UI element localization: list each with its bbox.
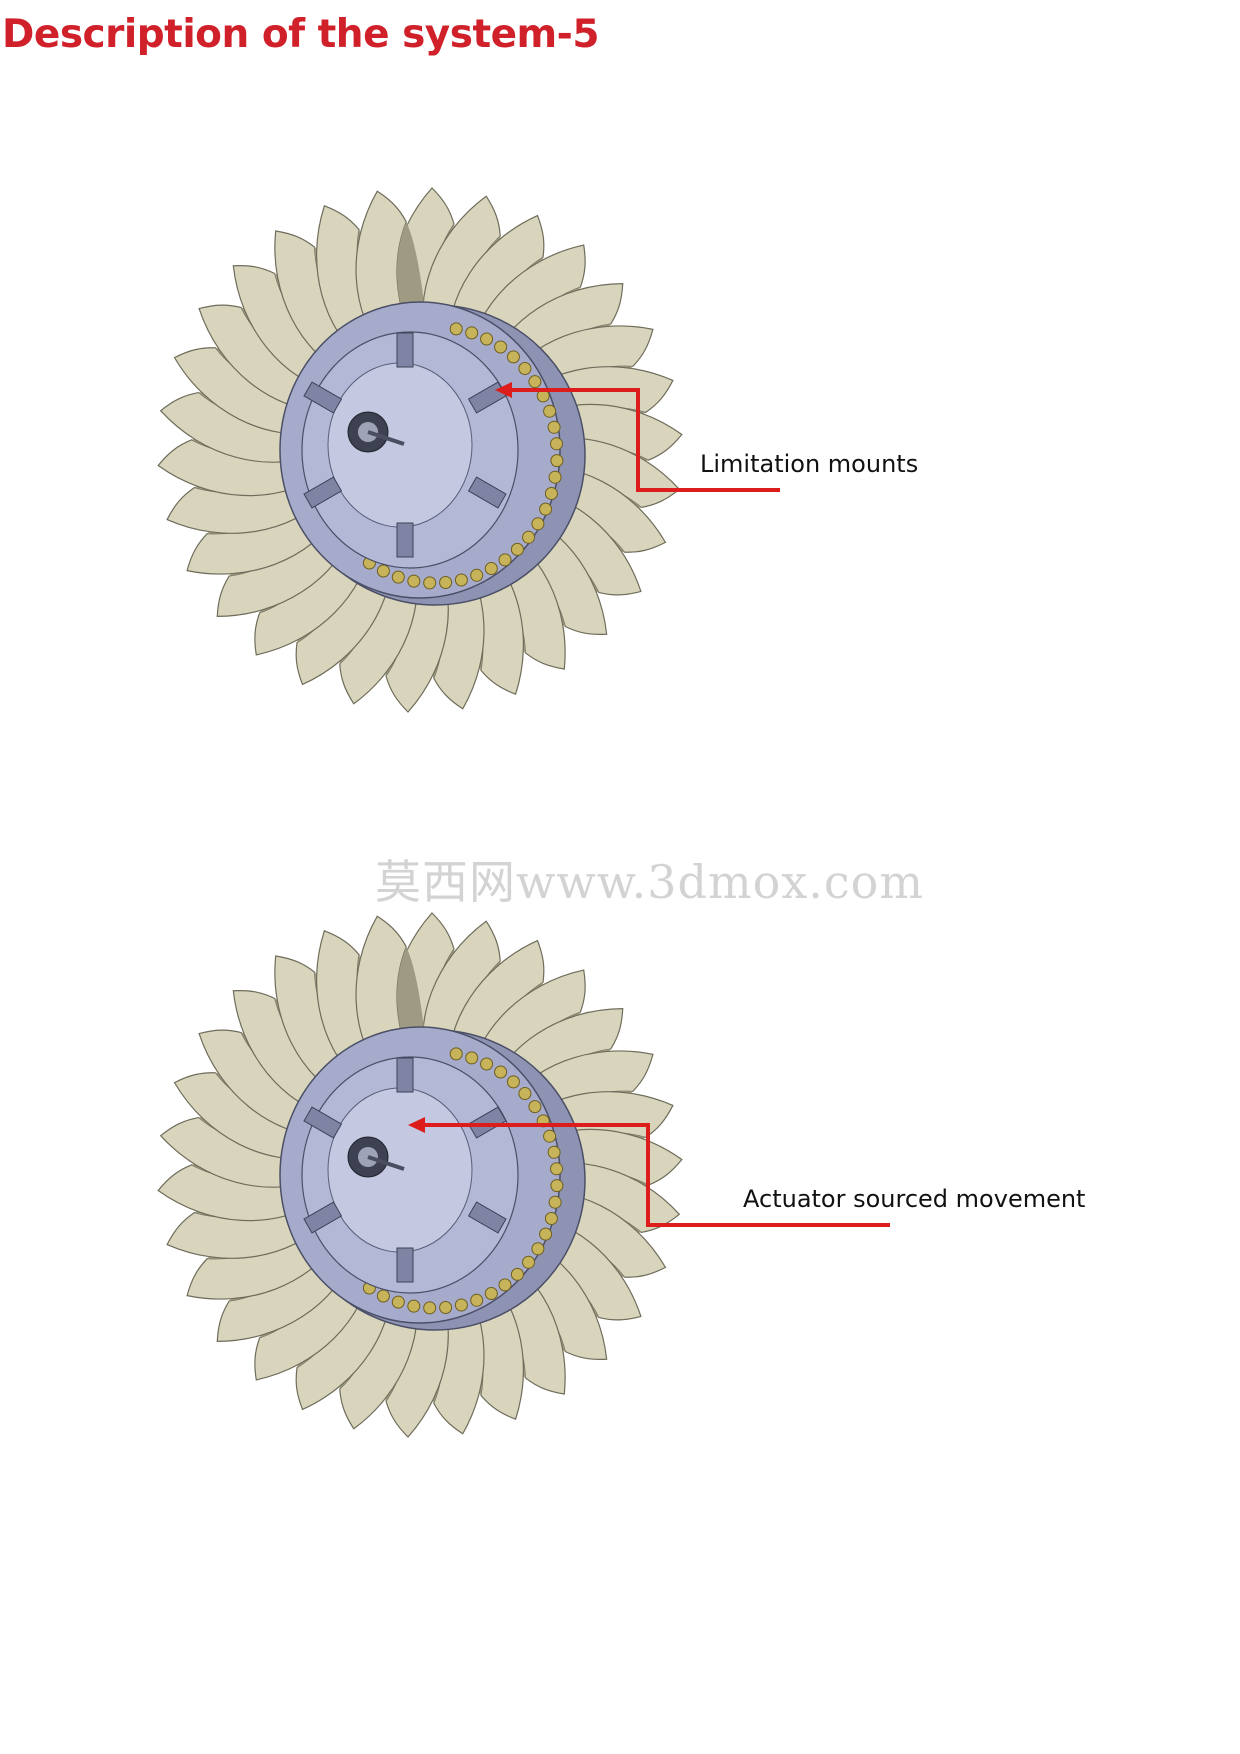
limitation-mounts [303, 1057, 507, 1283]
actuator-hub [347, 1136, 405, 1178]
gear-teeth [362, 322, 564, 590]
fan-figure-1: Limitation mounts [0, 160, 1240, 800]
callout-label: Actuator sourced movement [743, 1185, 1086, 1213]
fan-figure-2: Actuator sourced movement [0, 885, 1240, 1525]
hub-ring [279, 1026, 586, 1331]
fan-illustration-1 [157, 187, 780, 713]
actuator-hub [347, 411, 405, 453]
gear-teeth [362, 1047, 564, 1315]
watermark-text: 莫西网www.3dmox.com [375, 855, 924, 909]
callout-label: Limitation mounts [700, 450, 919, 478]
hub-ring [279, 301, 586, 606]
callout-arrow [495, 382, 780, 492]
fan-illustration-2 [157, 912, 890, 1438]
callout-arrow [408, 1117, 890, 1227]
page-title: Description of the system-5 [2, 12, 600, 57]
fan-assembly [157, 187, 683, 713]
fan-assembly [157, 912, 683, 1438]
